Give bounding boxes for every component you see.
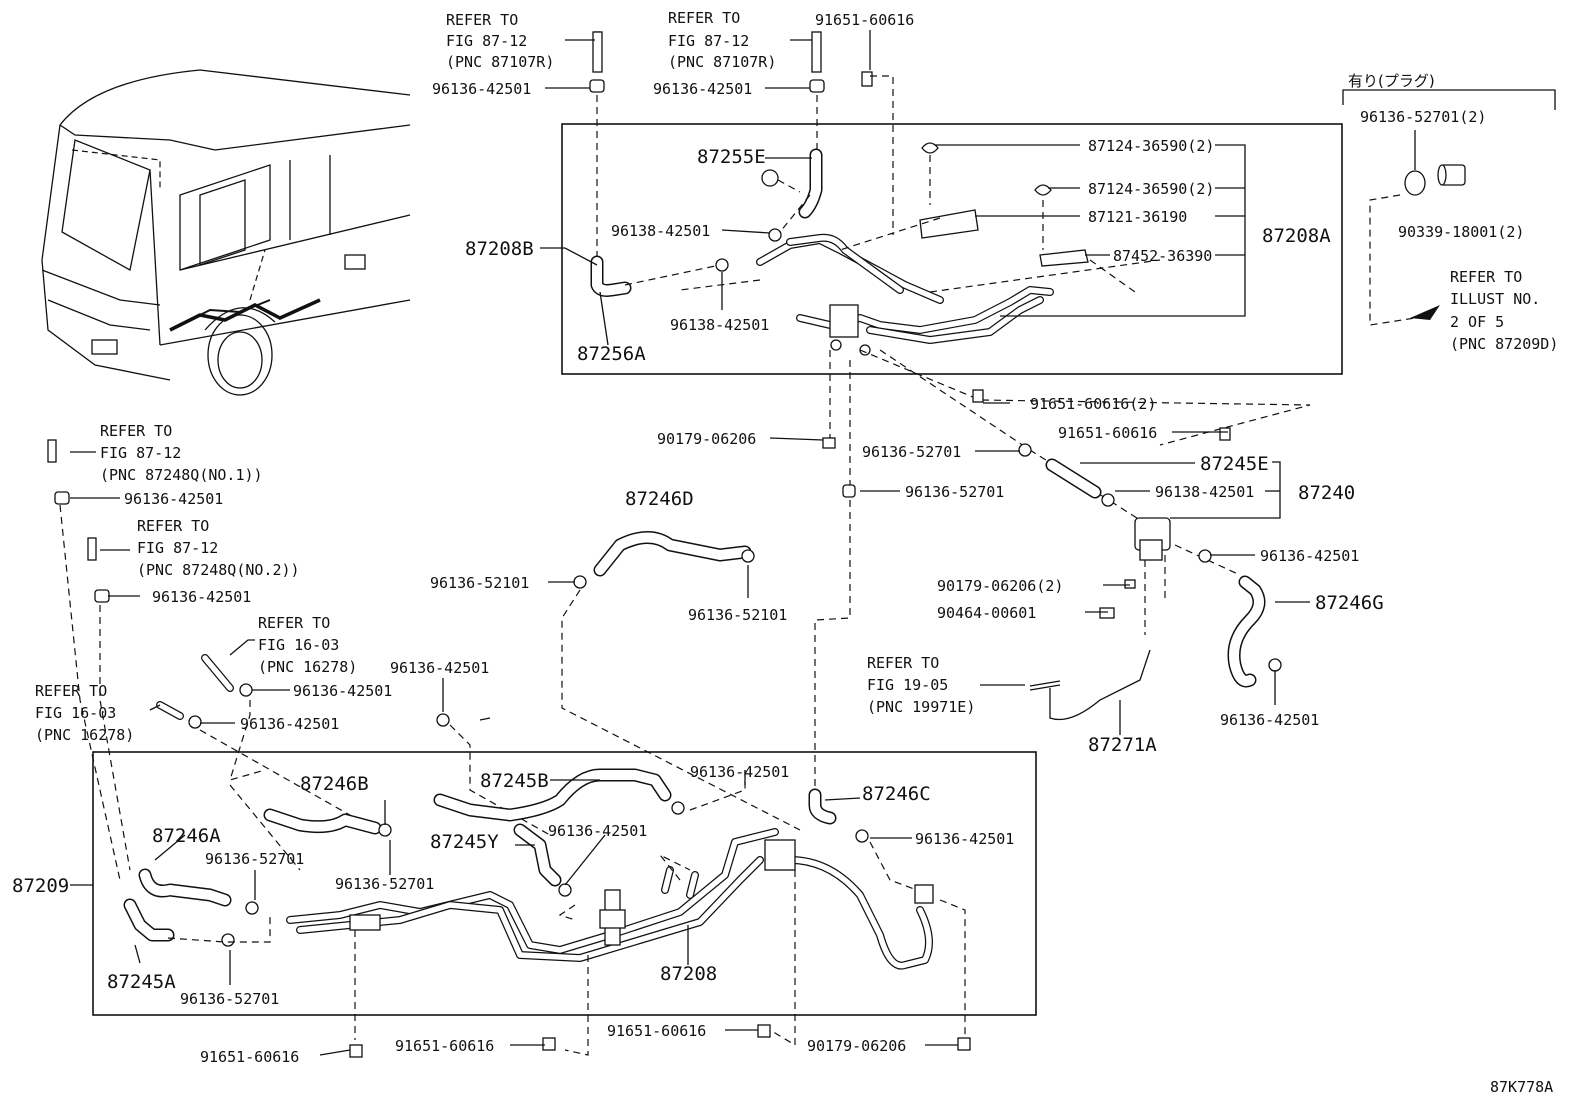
label-96136-42501-g: 96136-42501	[240, 715, 339, 733]
label-96136-52101-a: 96136-52101	[430, 574, 529, 592]
upper-assembly-box	[561, 123, 1343, 375]
label-96136-52701-c: 96136-52701	[180, 990, 279, 1008]
label-pnc-19971e: (PNC 19971E)	[867, 698, 975, 716]
label-96136-52701-2: 96136-52701(2)	[1360, 108, 1486, 126]
label-96136-42501-j: 96136-42501	[548, 822, 647, 840]
left-refer-parts	[47, 439, 551, 881]
label-90179-06206-bottom: 90179-06206	[807, 1037, 906, 1055]
label-96136-42501-b: 96136-42501	[653, 80, 752, 98]
diagram-code: 87K778A	[1490, 1078, 1553, 1096]
label-87246d: 87246D	[625, 488, 694, 510]
label-fig-87-12-c: FIG 87-12	[100, 444, 181, 462]
label-96136-52101-b: 96136-52101	[688, 606, 787, 624]
label-91651-60616-c: 91651-60616	[607, 1022, 706, 1040]
label-pnc-87107r-a: (PNC 87107R)	[446, 53, 554, 71]
label-87246c: 87246C	[862, 783, 931, 805]
label-2-of-5: 2 OF 5	[1450, 313, 1504, 331]
label-91651-60616-a: 91651-60616	[200, 1048, 299, 1066]
label-refer-fig-19-05: REFER TO	[867, 654, 939, 672]
label-96136-42501-87246g: 96136-42501	[1260, 547, 1359, 565]
upper-parts	[589, 31, 1161, 356]
label-pnc-16278-b: (PNC 16278)	[35, 726, 134, 744]
label-96136-42501-d: 96136-42501	[152, 588, 251, 606]
label-96136-42501-i: 96136-42501	[915, 830, 1014, 848]
label-refer-87248q-2: REFER TO	[137, 517, 209, 535]
middle-parts	[561, 349, 1311, 831]
label-fig-16-03-b: FIG 16-03	[35, 704, 116, 722]
label-pnc-87209d: (PNC 87209D)	[1450, 335, 1558, 353]
label-96138-42501-mid: 96138-42501	[1155, 483, 1254, 501]
label-fig-87-12-d: FIG 87-12	[137, 539, 218, 557]
label-91651-60616-top: 91651-60616	[815, 11, 914, 29]
label-refer-16-03-a: REFER TO	[258, 614, 330, 632]
label-96138-42501-b: 96138-42501	[670, 316, 769, 334]
label-87245e: 87245E	[1200, 453, 1269, 475]
label-pnc-87248q-no2: (PNC 87248Q(NO.2))	[137, 561, 300, 579]
part-labels: REFER TO FIG 87-12 (PNC 87107R) 96136-42…	[12, 9, 1558, 1096]
label-illust-no: ILLUST NO.	[1450, 290, 1540, 308]
label-96136-42501-e: 96136-42501	[293, 682, 392, 700]
label-87124-36590-b: 87124-36590(2)	[1088, 180, 1214, 198]
label-87246g: 87246G	[1315, 592, 1384, 614]
label-pnc-87107r-b: (PNC 87107R)	[668, 53, 776, 71]
label-87452-36390: 87452-36390	[1113, 247, 1212, 265]
label-90179-06206-mid: 90179-06206	[657, 430, 756, 448]
label-87271a: 87271A	[1088, 734, 1157, 756]
label-96138-42501-a: 96138-42501	[611, 222, 710, 240]
jp-plug-note: 有り(プラグ)	[1348, 72, 1435, 90]
label-87246a: 87246A	[152, 825, 221, 847]
label-87124-36590-a: 87124-36590(2)	[1088, 137, 1214, 155]
label-refer-fig-87-12-b: REFER TO	[668, 9, 740, 27]
label-87245b: 87245B	[480, 770, 549, 792]
label-87208b: 87208B	[465, 238, 534, 260]
label-refer-87248q-1: REFER TO	[100, 422, 172, 440]
label-90464-00601: 90464-00601	[937, 604, 1036, 622]
label-87240: 87240	[1298, 482, 1355, 504]
label-91651-60616-2: 91651-60616(2)	[1030, 395, 1156, 413]
label-fig-16-03-a: FIG 16-03	[258, 636, 339, 654]
label-fig-87-12-b: FIG 87-12	[668, 32, 749, 50]
label-96136-52701-a: 96136-52701	[205, 850, 304, 868]
lower-assembly-box	[92, 751, 1037, 1016]
label-91651-60616-mid: 91651-60616	[1058, 424, 1157, 442]
label-87208: 87208	[660, 963, 717, 985]
label-pnc-16278-a: (PNC 16278)	[258, 658, 357, 676]
label-96136-42501-right: 96136-42501	[1220, 711, 1319, 729]
label-refer-16-03-b: REFER TO	[35, 682, 107, 700]
label-refer-illust-a: REFER TO	[1450, 268, 1522, 286]
label-96136-42501-a: 96136-42501	[432, 80, 531, 98]
label-fig-87-12-a: FIG 87-12	[446, 32, 527, 50]
label-96136-52701-mid-b: 96136-52701	[905, 483, 1004, 501]
label-90339-18001-2: 90339-18001(2)	[1398, 223, 1524, 241]
label-87245a: 87245A	[107, 971, 176, 993]
label-87209: 87209	[12, 875, 69, 897]
label-87246b: 87246B	[300, 773, 369, 795]
label-87121-36190: 87121-36190	[1088, 208, 1187, 226]
label-96136-52701-mid-a: 96136-52701	[862, 443, 961, 461]
label-96136-42501-c: 96136-42501	[124, 490, 223, 508]
leader-lines	[70, 30, 1310, 1056]
label-91651-60616-b: 91651-60616	[395, 1037, 494, 1055]
label-pnc-87248q-no1: (PNC 87248Q(NO.1))	[100, 466, 263, 484]
label-fig-19-05: FIG 19-05	[867, 676, 948, 694]
plug-parts	[1342, 89, 1556, 326]
label-87255e: 87255E	[697, 146, 766, 168]
label-96136-42501-f: 96136-42501	[390, 659, 489, 677]
label-90179-06206-2: 90179-06206(2)	[937, 577, 1063, 595]
lower-parts	[123, 768, 971, 1058]
label-96136-52701-b: 96136-52701	[335, 875, 434, 893]
label-refer-fig-87-12-a: REFER TO	[446, 11, 518, 29]
vehicle-illustration	[41, 69, 411, 396]
label-96136-42501-h: 96136-42501	[690, 763, 789, 781]
label-87208a: 87208A	[1262, 225, 1331, 247]
label-87245y: 87245Y	[430, 831, 499, 853]
label-87256a: 87256A	[577, 343, 646, 365]
